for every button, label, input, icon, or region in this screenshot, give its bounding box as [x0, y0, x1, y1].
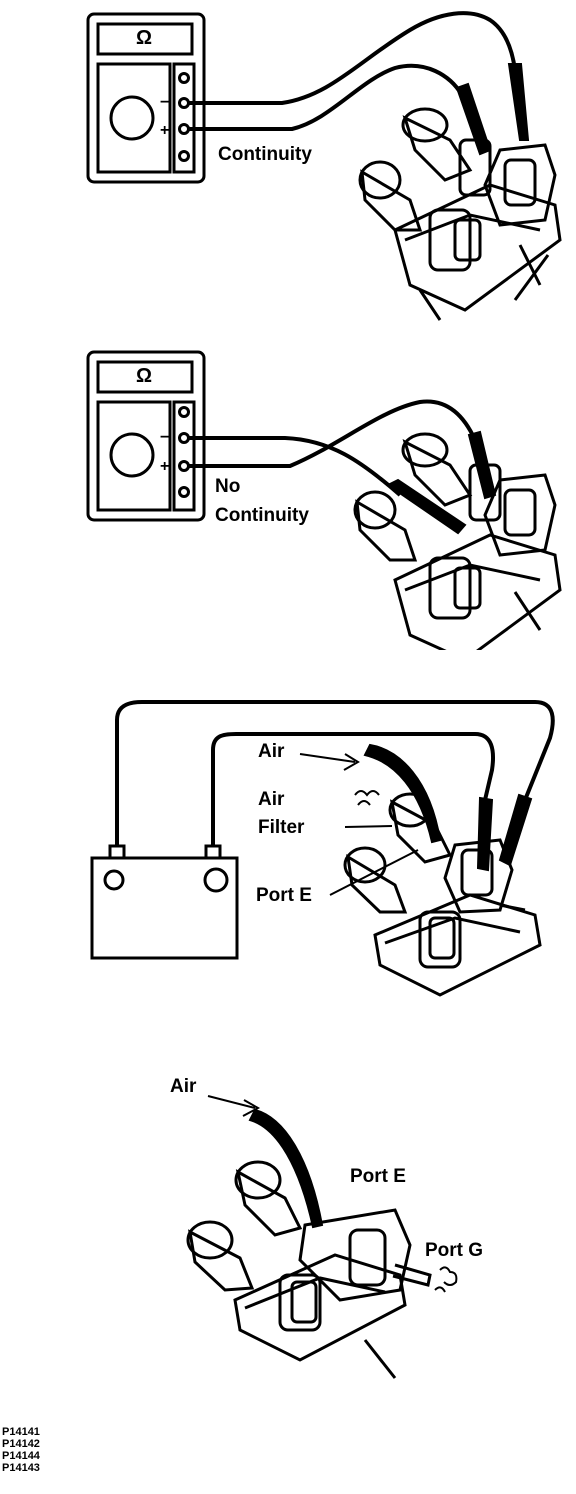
- terminal-1: [178, 72, 190, 84]
- ohmmeter-display: [96, 22, 194, 56]
- air-filter-label-line2: Filter: [258, 817, 305, 838]
- terminal-plus-label: +: [160, 122, 170, 139]
- ohmmeter-dial: [109, 432, 155, 478]
- port-g-label: Port G: [425, 1240, 484, 1261]
- probe-1: [507, 63, 530, 141]
- continuity-drawing: [86, 11, 562, 321]
- figure-code: P14144: [2, 1450, 40, 1462]
- clip-2: [476, 796, 494, 872]
- figure-codes: P14141 P14142 P14144 P14143: [2, 1426, 40, 1474]
- panel-battery-test: Air Air Filter Port E: [0, 650, 576, 1000]
- wire-negative: [115, 700, 555, 846]
- lead-minus: [188, 11, 517, 105]
- no-continuity-drawing: [86, 350, 562, 650]
- terminal-1: [178, 406, 190, 418]
- ohmmeter-dial-frame: [96, 62, 172, 174]
- probe-1: [386, 478, 467, 535]
- air-hose: [248, 1108, 324, 1229]
- panel-continuity: Ω − + Continuity: [0, 0, 576, 330]
- air-arrow: [299, 753, 360, 771]
- battery-terminal-negative: [108, 844, 126, 860]
- panel-air-flow: Air Port E Port G: [0, 1000, 576, 1410]
- battery-body: [90, 856, 239, 960]
- no-label: No: [215, 476, 241, 497]
- air-hose: [363, 743, 442, 844]
- ohmmeter-display: [96, 360, 194, 394]
- battery-plus-symbol: [203, 867, 229, 893]
- vsv-assembly-3: [343, 792, 542, 997]
- ohmmeter-body: [86, 12, 206, 184]
- meter-symbol-no-continuity: Ω: [136, 365, 153, 387]
- continuity-label: Continuity: [218, 144, 312, 165]
- ohmmeter-terminal-strip: [172, 400, 196, 512]
- ohmmeter-dial-frame: [96, 400, 172, 512]
- meter-symbol-continuity: Ω: [136, 27, 153, 49]
- air-filter-pointer: [344, 825, 393, 828]
- figure-code: P14143: [2, 1462, 40, 1474]
- figure-code: P14141: [2, 1426, 40, 1438]
- terminal-minus-label: −: [160, 429, 170, 446]
- air-label: Air: [258, 741, 285, 762]
- wire-positive: [211, 732, 495, 846]
- terminal-plus-label: +: [160, 458, 170, 475]
- terminal-minus: [178, 97, 190, 109]
- terminal-4: [178, 150, 190, 162]
- lead-plus: [188, 399, 477, 468]
- air-label: Air: [170, 1076, 197, 1097]
- port-e-label: Port E: [350, 1166, 406, 1187]
- battery-minus-symbol: [103, 869, 125, 891]
- vsv-assembly-2: [353, 432, 562, 650]
- battery-test-drawing: [90, 700, 555, 997]
- air-arrow: [207, 1095, 261, 1117]
- terminal-minus-label: −: [160, 94, 170, 111]
- ohmmeter-terminal-strip: [172, 62, 196, 174]
- figure-code: P14142: [2, 1438, 40, 1450]
- terminal-4: [178, 486, 190, 498]
- terminal-plus: [178, 123, 190, 135]
- lead-plus: [188, 63, 464, 131]
- exhaust-puffs: [434, 1266, 458, 1293]
- lead-minus: [188, 436, 402, 497]
- vsv-assembly-4: [186, 1160, 432, 1379]
- air-filter-label-line1: Air: [258, 789, 285, 810]
- air-puffs: [354, 790, 380, 806]
- vsv-assembly-1: [358, 107, 562, 321]
- ohmmeter-dial: [109, 95, 155, 141]
- port-e-label: Port E: [256, 885, 312, 906]
- terminal-minus: [178, 432, 190, 444]
- terminal-plus: [178, 460, 190, 472]
- panel-no-continuity: Ω − + No Continuity: [0, 330, 576, 650]
- battery-terminal-positive: [204, 844, 222, 860]
- continuity-label: Continuity: [215, 505, 309, 526]
- air-flow-drawing: [186, 1095, 458, 1379]
